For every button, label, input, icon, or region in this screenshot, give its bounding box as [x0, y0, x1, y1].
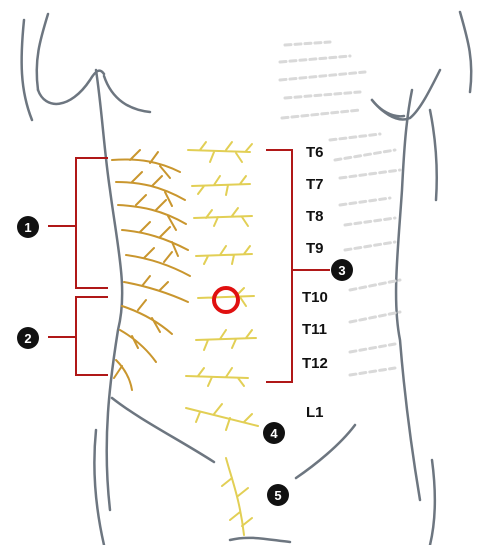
svg-text:1: 1 — [24, 220, 31, 235]
left-groin-line — [112, 398, 214, 462]
svg-text:3: 3 — [338, 263, 345, 278]
badge-4: 4 — [263, 422, 285, 444]
badge-3: 3 — [331, 259, 353, 281]
right-rib-curve — [372, 100, 404, 116]
bottom-line — [230, 538, 290, 542]
left-arm-line — [22, 20, 32, 120]
level-label-t7: T7 — [306, 176, 324, 193]
svg-text:2: 2 — [24, 331, 31, 346]
level-label-t9: T9 — [306, 240, 324, 257]
level-label-t11: T11 — [302, 321, 327, 338]
badge-5: 5 — [267, 484, 289, 506]
lateral-nerve-branches — [112, 150, 190, 390]
level-label-t10: T10 — [302, 289, 328, 306]
level-label-t8: T8 — [306, 208, 324, 225]
right-flank-line — [396, 90, 420, 500]
marker-circle — [214, 288, 238, 312]
svg-text:5: 5 — [274, 488, 281, 503]
right-neck-line — [460, 12, 471, 92]
bracket-2 — [48, 297, 108, 375]
left-rib-curve — [104, 76, 150, 112]
left-shoulder-line — [38, 71, 104, 104]
anterior-nerve-branches — [186, 142, 258, 535]
bracket-1 — [48, 158, 108, 288]
level-labels: T6 T7 T8 T9 T10 T11 T12 L1 — [302, 144, 328, 421]
torso-outline — [22, 12, 472, 545]
right-hip-line — [296, 425, 355, 478]
level-label-t12: T12 — [302, 355, 328, 372]
badge-1: 1 — [17, 216, 39, 238]
left-flank-line — [96, 70, 122, 510]
rib-shading — [280, 42, 400, 375]
left-leg-line — [94, 430, 104, 545]
right-leg-line — [430, 460, 435, 545]
left-neck-line — [37, 14, 48, 90]
svg-text:4: 4 — [270, 426, 278, 441]
badge-2: 2 — [17, 327, 39, 349]
level-label-l1: L1 — [306, 404, 324, 421]
right-lower-curve — [430, 110, 437, 200]
level-label-t6: T6 — [306, 144, 324, 161]
